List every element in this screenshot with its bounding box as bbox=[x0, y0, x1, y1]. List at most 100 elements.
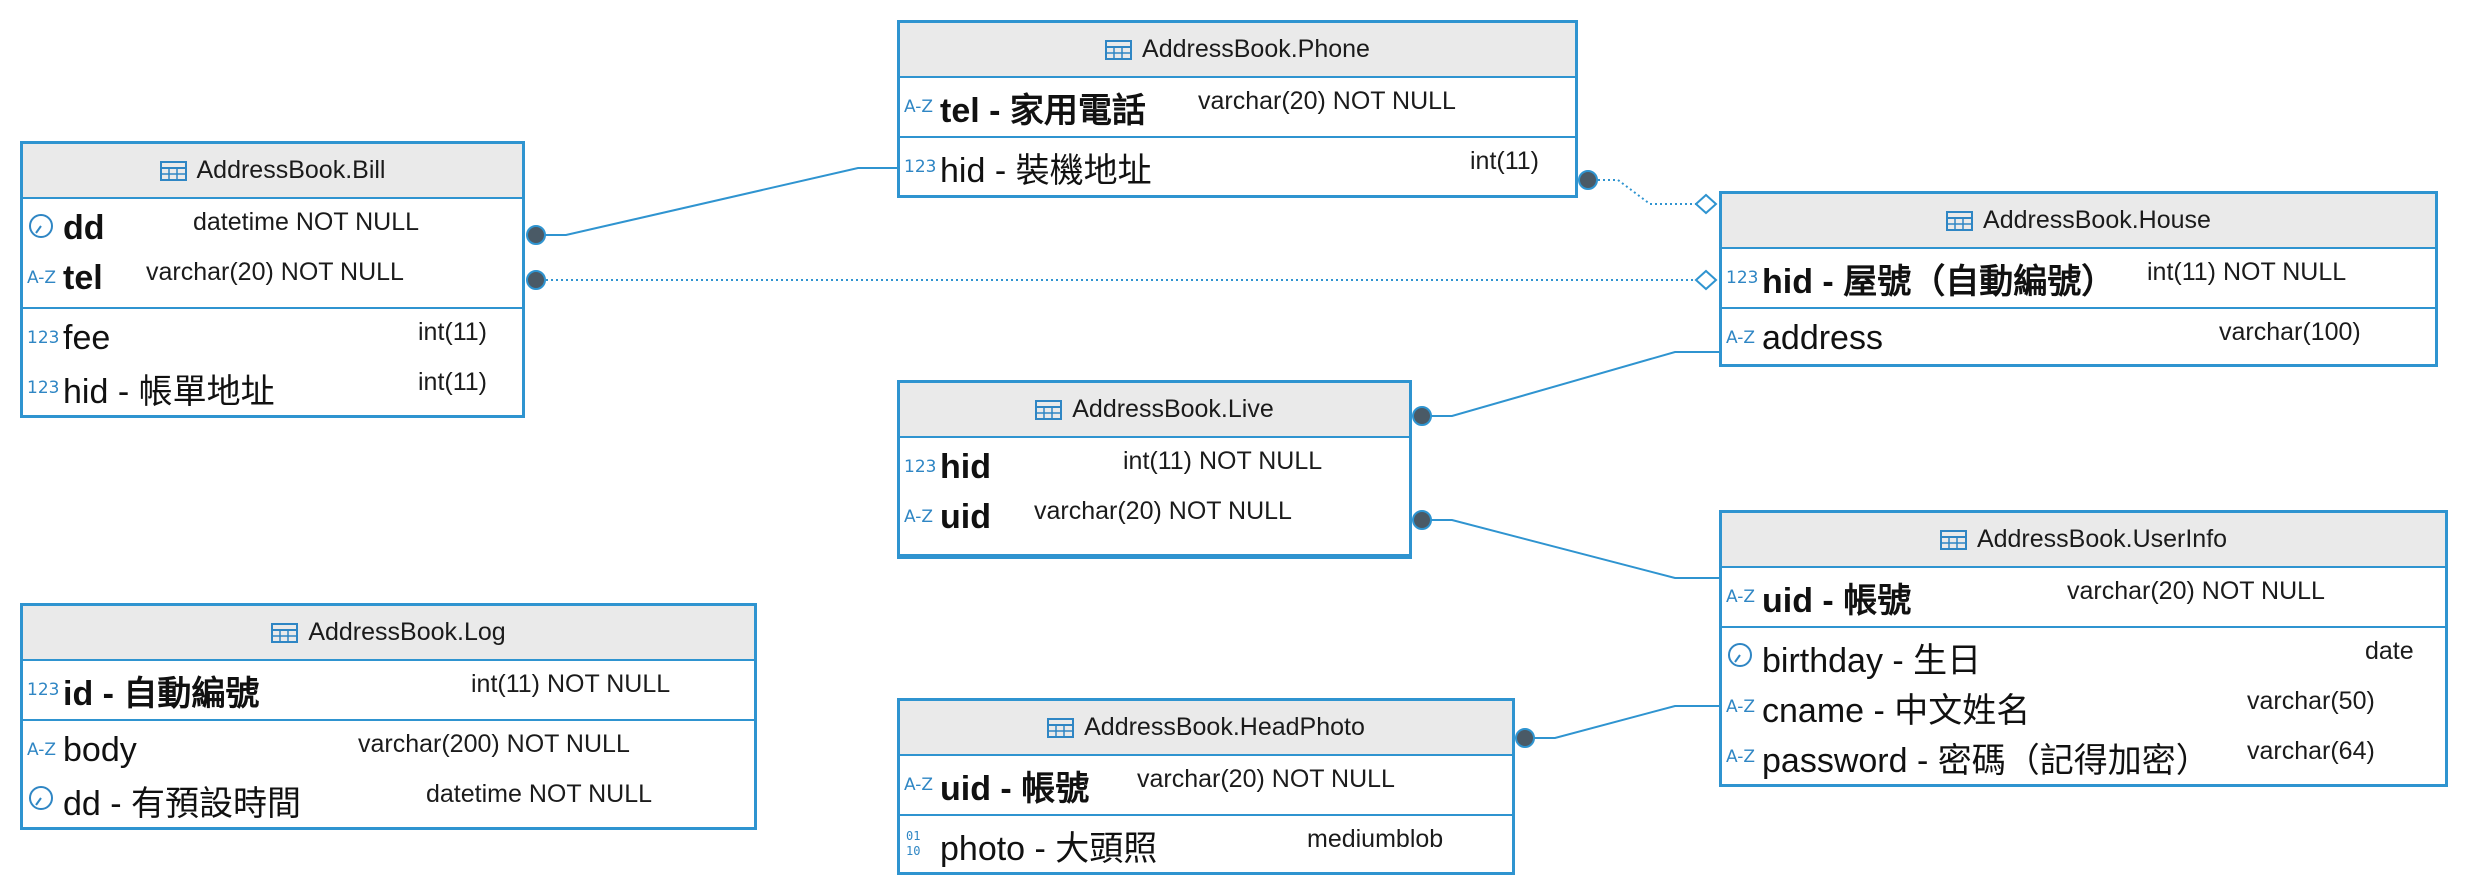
table-icon bbox=[1939, 529, 1967, 550]
column-type: int(11) NOT NULL bbox=[471, 670, 671, 698]
column-row[interactable]: 123 hid int(11) NOT NULL bbox=[900, 442, 1409, 492]
string-type-icon: A-Z bbox=[904, 507, 934, 527]
table-icon bbox=[1035, 399, 1063, 420]
entity-header[interactable]: AddressBook.Phone bbox=[900, 23, 1575, 78]
column-row[interactable]: A-Z uid varchar(20) NOT NULL bbox=[900, 492, 1409, 542]
link-endpoint-dot bbox=[526, 270, 546, 290]
column-name: address bbox=[1762, 318, 1883, 357]
entity-header[interactable]: AddressBook.UserInfo bbox=[1722, 513, 2445, 568]
table-icon bbox=[1105, 39, 1133, 60]
column-type: datetime NOT NULL bbox=[193, 208, 420, 236]
column-name: cname - 中文姓名 bbox=[1762, 691, 2031, 730]
table-icon bbox=[271, 622, 299, 643]
column-row[interactable]: dd datetime NOT NULL bbox=[23, 203, 522, 253]
column-type: mediumblob bbox=[1307, 825, 1444, 853]
entity-phone[interactable]: AddressBook.Phone A-Z tel - 家用電話 varchar… bbox=[897, 20, 1578, 198]
column-type: varchar(20) NOT NULL bbox=[1137, 765, 1395, 793]
column-type: date bbox=[2365, 637, 2414, 665]
entity-title: AddressBook.Live bbox=[1072, 395, 1274, 423]
column-row[interactable]: birthday - 生日 date bbox=[1722, 632, 2445, 682]
string-type-icon: A-Z bbox=[904, 775, 934, 795]
column-row[interactable]: A-Z tel varchar(20) NOT NULL bbox=[23, 253, 522, 303]
key-columns: 123 hid int(11) NOT NULL A-Z uid varchar… bbox=[900, 438, 1409, 546]
attribute-columns: 123 hid - 裝機地址 int(11) bbox=[900, 138, 1575, 196]
table-icon bbox=[1047, 717, 1075, 738]
number-type-icon: 123 bbox=[27, 680, 60, 700]
column-type: varchar(64) bbox=[2247, 737, 2375, 765]
table-icon bbox=[159, 160, 187, 181]
entity-header[interactable]: AddressBook.HeadPhoto bbox=[900, 701, 1512, 756]
clock-icon bbox=[1722, 641, 1762, 674]
string-type-icon: A-Z bbox=[1726, 697, 1756, 717]
link-endpoint-dot bbox=[1412, 510, 1432, 530]
column-row[interactable]: dd - 有預設時間 datetime NOT NULL bbox=[23, 775, 754, 825]
string-type-icon: A-Z bbox=[27, 268, 57, 288]
entity-userinfo[interactable]: AddressBook.UserInfo A-Z uid - 帳號 varcha… bbox=[1719, 510, 2448, 787]
column-name: dd - 有預設時間 bbox=[63, 784, 302, 823]
column-row[interactable]: A-Z body varchar(200) NOT NULL bbox=[23, 725, 754, 775]
link-headphoto-userinfo bbox=[1525, 705, 1719, 739]
entity-log[interactable]: AddressBook.Log 123 id - 自動編號 int(11) NO… bbox=[20, 603, 757, 830]
column-name: photo - 大頭照 bbox=[940, 829, 1158, 868]
entity-header[interactable]: AddressBook.Log bbox=[23, 606, 754, 661]
column-row[interactable]: 123 hid - 裝機地址 int(11) bbox=[900, 142, 1575, 192]
entity-title: AddressBook.Bill bbox=[196, 156, 386, 184]
column-type: int(11) bbox=[418, 368, 488, 396]
column-row[interactable]: 123 hid - 屋號（自動編號） int(11) NOT NULL bbox=[1722, 253, 2435, 303]
column-name: id - 自動編號 bbox=[63, 674, 260, 713]
entity-live[interactable]: AddressBook.Live 123 hid int(11) NOT NUL… bbox=[897, 380, 1412, 559]
column-row[interactable]: A-Z address varchar(100) bbox=[1722, 313, 2435, 363]
column-type: varchar(20) NOT NULL bbox=[2067, 577, 2325, 605]
column-row[interactable]: A-Z uid - 帳號 varchar(20) NOT NULL bbox=[1722, 572, 2445, 622]
entity-header[interactable]: AddressBook.Live bbox=[900, 383, 1409, 438]
clock-icon bbox=[23, 212, 63, 245]
link-live-userinfo bbox=[1422, 519, 1719, 579]
column-type: int(11) NOT NULL bbox=[2147, 258, 2347, 286]
link-endpoint-dot bbox=[526, 225, 546, 245]
link-endpoint-diamond bbox=[1694, 269, 1718, 291]
column-name: password - 密碼（記得加密） bbox=[1762, 741, 2210, 780]
key-columns: A-Z uid - 帳號 varchar(20) NOT NULL bbox=[1722, 568, 2445, 628]
link-phone-house bbox=[1588, 179, 1705, 205]
column-type: varchar(50) bbox=[2247, 687, 2375, 715]
attribute-columns: A-Z address varchar(100) bbox=[1722, 309, 2435, 367]
column-row[interactable]: A-Z password - 密碼（記得加密） varchar(64) bbox=[1722, 732, 2445, 782]
column-row[interactable]: 123 fee int(11) bbox=[23, 313, 522, 363]
entity-house[interactable]: AddressBook.House 123 hid - 屋號（自動編號） int… bbox=[1719, 191, 2438, 367]
column-row[interactable]: A-Z tel - 家用電話 varchar(20) NOT NULL bbox=[900, 82, 1575, 132]
entity-title: AddressBook.HeadPhoto bbox=[1084, 713, 1365, 741]
entity-bill[interactable]: AddressBook.Bill dd datetime NOT NULL A-… bbox=[20, 141, 525, 418]
number-type-icon: 123 bbox=[1726, 268, 1759, 288]
string-type-icon: A-Z bbox=[1726, 587, 1756, 607]
key-columns: 123 hid - 屋號（自動編號） int(11) NOT NULL bbox=[1722, 249, 2435, 309]
attribute-columns: birthday - 生日 date A-Z cname - 中文姓名 varc… bbox=[1722, 628, 2445, 786]
column-name: tel bbox=[63, 258, 103, 297]
column-type: varchar(100) bbox=[2219, 318, 2361, 346]
column-row[interactable]: 123 hid - 帳單地址 int(11) bbox=[23, 363, 522, 413]
entity-headphoto[interactable]: AddressBook.HeadPhoto A-Z uid - 帳號 varch… bbox=[897, 698, 1515, 875]
column-row[interactable]: 123 id - 自動編號 int(11) NOT NULL bbox=[23, 665, 754, 715]
link-endpoint-diamond bbox=[1694, 193, 1718, 215]
entity-header[interactable]: AddressBook.House bbox=[1722, 194, 2435, 249]
link-bill-phone bbox=[536, 167, 897, 236]
column-name: fee bbox=[63, 318, 111, 357]
column-name: uid - 帳號 bbox=[940, 769, 1090, 808]
column-type: int(11) bbox=[1470, 147, 1540, 175]
column-type: varchar(200) NOT NULL bbox=[358, 730, 630, 758]
entity-header[interactable]: AddressBook.Bill bbox=[23, 144, 522, 199]
column-type: datetime NOT NULL bbox=[426, 780, 653, 808]
key-columns: A-Z uid - 帳號 varchar(20) NOT NULL bbox=[900, 756, 1512, 816]
column-type: varchar(20) NOT NULL bbox=[1198, 87, 1456, 115]
key-columns: 123 id - 自動編號 int(11) NOT NULL bbox=[23, 661, 754, 721]
key-columns: dd datetime NOT NULL A-Z tel varchar(20)… bbox=[23, 199, 522, 309]
column-name: body bbox=[63, 730, 137, 769]
column-row[interactable]: A-Z uid - 帳號 varchar(20) NOT NULL bbox=[900, 760, 1512, 810]
column-row[interactable]: A-Z cname - 中文姓名 varchar(50) bbox=[1722, 682, 2445, 732]
number-type-icon: 123 bbox=[904, 457, 937, 477]
column-name: hid bbox=[940, 447, 991, 486]
column-name: uid - 帳號 bbox=[1762, 581, 1912, 620]
